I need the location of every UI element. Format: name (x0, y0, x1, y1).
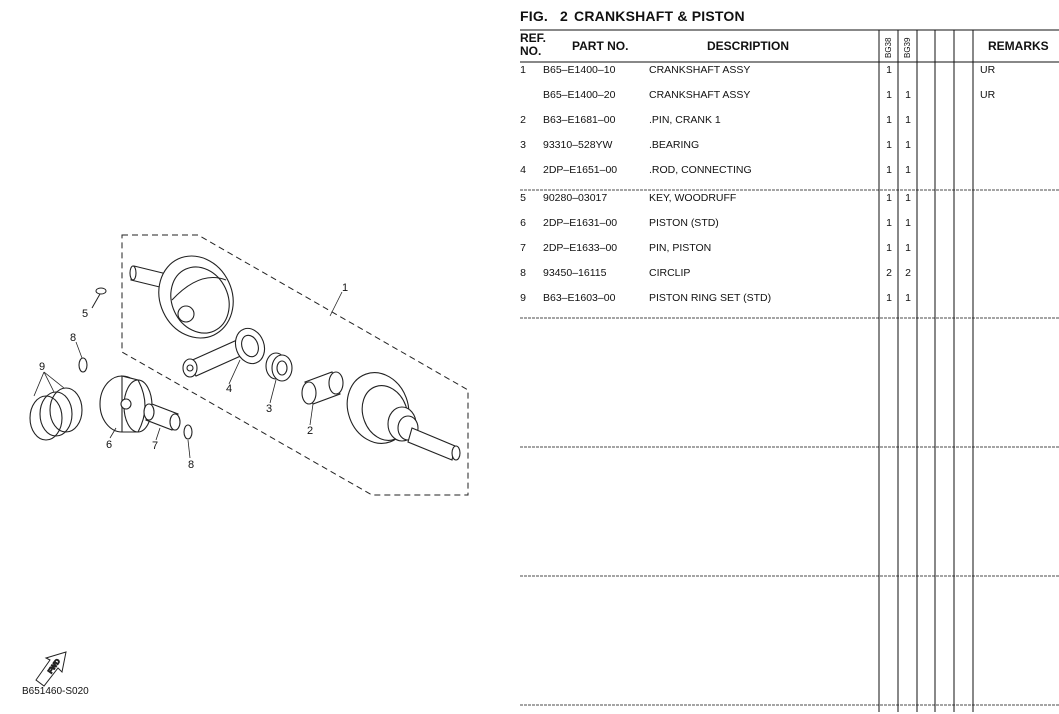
row-qty-bg39: 1 (905, 114, 911, 126)
row-part-number: 90280–03017 (543, 192, 608, 204)
row-qty-bg38: 1 (886, 242, 892, 254)
row-ref-no: 2 (520, 114, 526, 126)
row-qty-bg38: 1 (886, 192, 892, 204)
header-remarks: REMARKS (988, 39, 1049, 53)
row-description: .ROD, CONNECTING (649, 164, 752, 176)
row-qty-bg38: 1 (886, 114, 892, 126)
row-ref-no: 3 (520, 139, 526, 151)
row-part-number: 2DP–E1651–00 (543, 164, 618, 176)
row-part-number: 2DP–E1631–00 (543, 217, 618, 229)
row-qty-bg39: 1 (905, 292, 911, 304)
callout-4: 4 (226, 383, 232, 395)
row-part-number: B65–E1400–20 (543, 89, 616, 101)
row-part-number: 93450–16115 (543, 267, 607, 279)
callout-5: 5 (82, 308, 88, 320)
row-remarks: UR (980, 64, 996, 76)
row-qty-bg39: 1 (905, 89, 911, 101)
callout-8b: 8 (188, 459, 194, 471)
figure-title: FIG. 2 CRANKSHAFT & PISTON (520, 8, 745, 24)
piston (99, 375, 153, 433)
row-ref-no: 9 (520, 292, 526, 304)
crankshaft-right-part (346, 372, 461, 461)
assembly-boundary (121, 234, 469, 496)
row-ref-no: 7 (520, 242, 526, 254)
header-col-bg38: BG38 (884, 37, 893, 58)
figure-label: FIG. (520, 8, 549, 24)
crankshaft-left-part (129, 255, 234, 339)
row-qty-bg38: 1 (886, 64, 892, 76)
row-part-number: 93310–528YW (543, 139, 613, 151)
row-description: .BEARING (649, 139, 700, 151)
row-part-number: B65–E1400–10 (543, 64, 616, 76)
callout-1: 1 (342, 282, 348, 294)
header-col-bg39: BG39 (903, 37, 912, 58)
header-ref-line2: NO. (520, 44, 542, 58)
header-ref: REF. NO. (520, 32, 546, 58)
connecting-rod (182, 327, 266, 378)
woodruff-key (91, 287, 107, 309)
row-ref-no: 1 (520, 64, 526, 76)
diagram-reference-code: B651460-S020 (22, 686, 89, 697)
row-qty-bg39: 2 (905, 267, 911, 279)
header-part-no: PART NO. (572, 39, 629, 53)
callout-7: 7 (152, 440, 158, 452)
crank-pin (301, 371, 344, 405)
row-qty-bg38: 1 (886, 292, 892, 304)
row-qty-bg39: 1 (905, 242, 911, 254)
callout-6: 6 (106, 439, 112, 451)
row-qty-bg39: 1 (905, 139, 911, 151)
fwd-arrow-icon: FWD (35, 651, 67, 687)
callout-3: 3 (266, 403, 272, 415)
leader-lines (33, 291, 343, 459)
row-description: PISTON (STD) (649, 217, 719, 229)
piston-rings (29, 387, 83, 441)
callout-9: 9 (39, 361, 45, 373)
row-part-number: B63–E1681–00 (543, 114, 616, 126)
row-ref-no: 4 (520, 164, 526, 176)
row-ref-no: 6 (520, 217, 526, 229)
exploded-parts-diagram: 1 2 3 4 5 6 7 8 8 9 FWD (29, 234, 469, 687)
row-description: .PIN, CRANK 1 (649, 114, 721, 126)
row-description: PISTON RING SET (STD) (649, 292, 772, 304)
row-qty-bg39: 1 (905, 164, 911, 176)
row-part-number: B63–E1603–00 (543, 292, 616, 304)
figure-number: 2 (560, 8, 569, 24)
row-description: KEY, WOODRUFF (649, 192, 737, 204)
piston-pin (143, 403, 181, 431)
row-qty-bg38: 1 (886, 89, 892, 101)
row-ref-no: 5 (520, 192, 526, 204)
row-part-number: 2DP–E1633–00 (543, 242, 618, 254)
row-ref-no: 8 (520, 267, 526, 279)
circlips (78, 357, 193, 440)
callout-2: 2 (307, 425, 313, 437)
row-description: CRANKSHAFT ASSY (649, 89, 751, 101)
row-description: CRANKSHAFT ASSY (649, 64, 751, 76)
header-description: DESCRIPTION (707, 39, 790, 53)
row-qty-bg39: 1 (905, 217, 911, 229)
row-qty-bg38: 1 (886, 139, 892, 151)
row-qty-bg38: 1 (886, 164, 892, 176)
row-remarks: UR (980, 89, 996, 101)
needle-bearing (265, 352, 293, 382)
callout-8a: 8 (70, 332, 76, 344)
header-ref-line1: REF. (520, 31, 547, 45)
row-description: CIRCLIP (649, 267, 691, 279)
row-qty-bg38: 1 (886, 217, 892, 229)
row-qty-bg38: 2 (886, 267, 892, 279)
row-description: PIN, PISTON (649, 242, 712, 254)
figure-name: CRANKSHAFT & PISTON (574, 8, 745, 24)
row-qty-bg39: 1 (905, 192, 911, 204)
